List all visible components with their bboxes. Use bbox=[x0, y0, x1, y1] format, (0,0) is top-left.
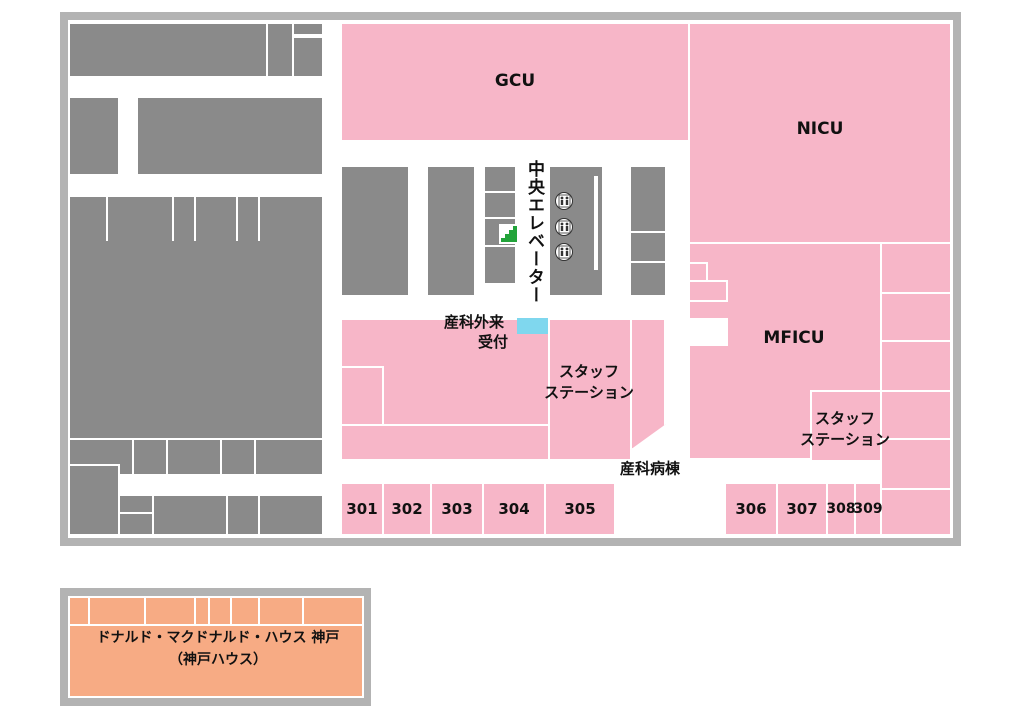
gray-block bbox=[254, 438, 324, 476]
gray-block bbox=[136, 96, 324, 176]
gray-block bbox=[292, 22, 324, 36]
staff-station-center-label-line2: ステーション bbox=[544, 383, 634, 402]
house-main-area bbox=[68, 624, 364, 698]
elevator-shaft-gap bbox=[594, 176, 598, 270]
reception-marker bbox=[517, 318, 548, 334]
mficu-room bbox=[880, 242, 952, 294]
ward-block bbox=[630, 318, 666, 426]
gray-block bbox=[629, 261, 667, 297]
patient-room bbox=[382, 482, 432, 536]
gray-block bbox=[340, 165, 410, 297]
room-number: 306 bbox=[735, 500, 767, 518]
mficu-room bbox=[880, 292, 952, 342]
gray-block bbox=[152, 494, 228, 536]
room-number: 301 bbox=[346, 500, 378, 518]
gray-block bbox=[292, 36, 324, 78]
gray-block bbox=[68, 464, 120, 536]
reception-label-line1: 産科外来 bbox=[444, 313, 505, 331]
gray-block bbox=[483, 245, 517, 285]
house-room bbox=[230, 596, 260, 626]
mficu-entrance bbox=[690, 318, 728, 346]
reception-label-line2: 受付 bbox=[478, 333, 509, 351]
mficu-side-room bbox=[688, 262, 708, 282]
gray-block bbox=[68, 22, 268, 78]
mficu-room bbox=[880, 390, 952, 440]
gray-block bbox=[629, 231, 667, 263]
gray-block bbox=[258, 494, 324, 536]
gray-block bbox=[483, 191, 517, 219]
mficu-label: MFICU bbox=[763, 328, 825, 348]
house-room bbox=[208, 596, 232, 626]
central-elevator-label: 中央エレベーター bbox=[524, 160, 544, 304]
room-number: 303 bbox=[441, 500, 473, 518]
gray-block bbox=[68, 241, 324, 441]
mficu-room bbox=[880, 488, 952, 536]
stairs-icon bbox=[499, 224, 519, 244]
staff-station-right-room bbox=[810, 390, 882, 462]
patient-room bbox=[340, 482, 384, 536]
gray-block bbox=[132, 438, 168, 476]
room-number: 308 bbox=[826, 501, 856, 517]
gcu-label: GCU bbox=[494, 71, 536, 91]
house-room bbox=[258, 596, 304, 626]
patient-room bbox=[544, 482, 616, 536]
staff-station-right-label-line1: スタッフ bbox=[814, 409, 876, 428]
mficu-side-room bbox=[688, 280, 728, 302]
mficu-room bbox=[880, 340, 952, 392]
room-number: 302 bbox=[391, 500, 423, 518]
house-room bbox=[68, 596, 90, 626]
gray-block bbox=[426, 165, 476, 297]
staff-station-right-label-line2: ステーション bbox=[800, 430, 890, 449]
nicu-area bbox=[688, 22, 952, 244]
gray-block bbox=[483, 165, 517, 193]
house-room bbox=[302, 596, 364, 626]
ronald-house-label-line2: （神戸ハウス） bbox=[169, 652, 267, 668]
gray-block bbox=[226, 494, 260, 536]
gray-block bbox=[118, 494, 154, 514]
elevator-icon bbox=[555, 192, 573, 210]
ward-block bbox=[340, 424, 570, 461]
gray-block bbox=[629, 165, 667, 233]
obstetric-ward-label: 産科病棟 bbox=[619, 459, 681, 478]
patient-room bbox=[854, 482, 882, 536]
room-number: 304 bbox=[498, 500, 530, 518]
house-room bbox=[88, 596, 146, 626]
gray-block bbox=[68, 96, 120, 176]
gray-block bbox=[166, 438, 222, 476]
gray-block bbox=[266, 22, 294, 78]
ronald-house-label-line1: ドナルド・マクドナルド・ハウス 神戸 bbox=[96, 630, 340, 646]
room-number: 307 bbox=[786, 500, 818, 518]
mficu-room bbox=[880, 438, 952, 490]
gray-block bbox=[118, 512, 154, 536]
room-number: 305 bbox=[564, 500, 596, 518]
nicu-label: NICU bbox=[796, 119, 844, 139]
elevator-icon bbox=[555, 218, 573, 236]
elevator-icon bbox=[555, 243, 573, 261]
patient-room bbox=[482, 482, 546, 536]
room-number: 309 bbox=[853, 501, 883, 517]
gray-block bbox=[220, 438, 256, 476]
house-room bbox=[144, 596, 196, 626]
gray-block bbox=[258, 195, 324, 243]
gcu-area bbox=[340, 22, 690, 142]
staff-station-center-label-line1: スタッフ bbox=[558, 362, 620, 381]
